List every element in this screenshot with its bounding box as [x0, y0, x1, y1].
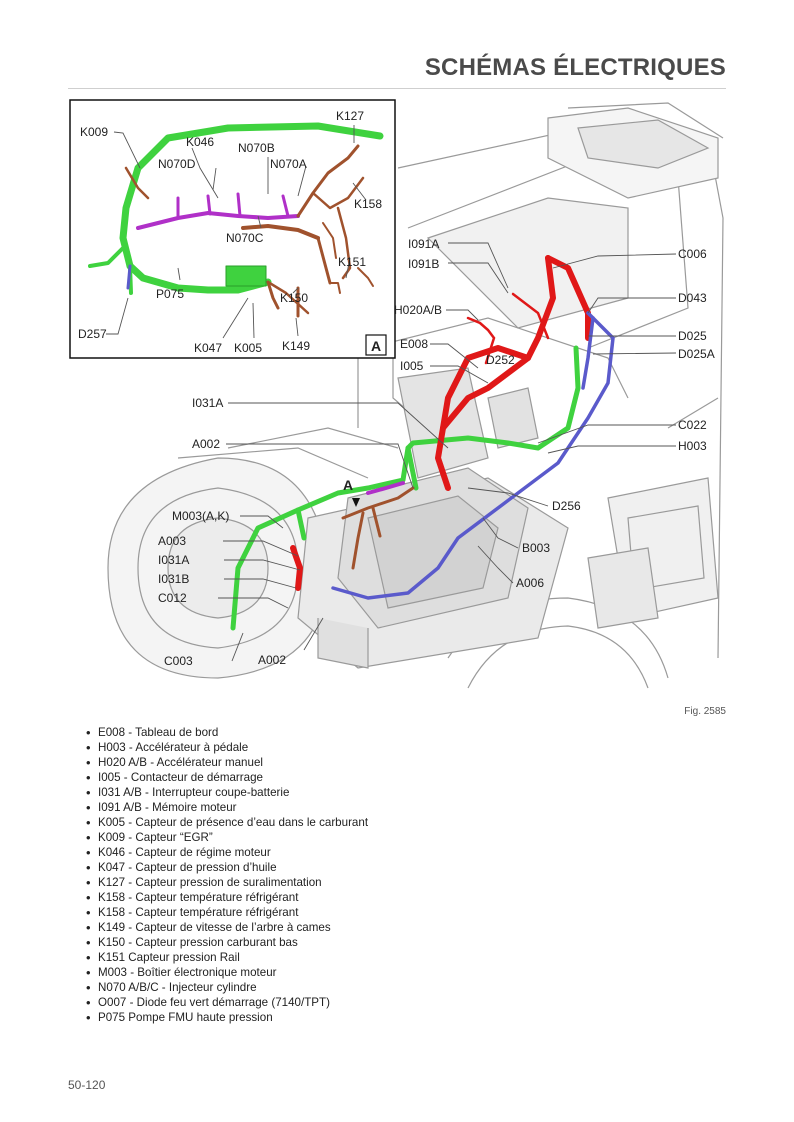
label-d025a: D025A: [678, 347, 715, 361]
page-number: 50-120: [68, 1078, 106, 1092]
label-d043: D043: [678, 291, 707, 305]
label-i031a: I031A: [158, 553, 189, 567]
inset-harness: [88, 122, 384, 318]
label-a003: A003: [158, 534, 186, 548]
legend-item: I031 A/B - Interrupteur coupe-batterie: [86, 785, 368, 800]
legend-item: K151 Capteur pression Rail: [86, 950, 368, 965]
label-i091b: I091B: [408, 257, 439, 271]
inset-tag: A: [371, 338, 381, 354]
inset-frame: [69, 99, 396, 359]
label-c022: C022: [678, 418, 707, 432]
label-d256: D256: [552, 499, 581, 513]
label-a002-bottom: A002: [258, 653, 286, 667]
label-n070d: N070D: [158, 157, 196, 171]
label-k149: K149: [282, 339, 310, 353]
label-k127: K127: [336, 109, 364, 123]
wiring-figure: A: [68, 98, 728, 698]
label-k047: K047: [194, 341, 222, 355]
leader-lines: [106, 125, 677, 662]
legend-item: K005 - Capteur de présence d’eau dans le…: [86, 815, 368, 830]
label-n070c: N070C: [226, 231, 264, 245]
label-i031b: I031B: [158, 572, 189, 586]
label-d025: D025: [678, 329, 707, 343]
legend-item: P075 Pompe FMU haute pression: [86, 1010, 368, 1025]
page-title: SCHÉMAS ÉLECTRIQUES: [424, 54, 726, 81]
label-b003: B003: [522, 541, 550, 555]
legend-item: K150 - Capteur pression carburant bas: [86, 935, 368, 950]
label-m003: M003(A,K): [172, 509, 229, 523]
label-e008: E008: [400, 337, 428, 351]
harness-red-thin: [466, 292, 550, 365]
label-d257: D257: [78, 327, 107, 341]
label-i005: I005: [400, 359, 424, 373]
legend-item: I005 - Contacteur de démarrage: [86, 770, 368, 785]
legend-item: K009 - Capteur “EGR”: [86, 830, 368, 845]
label-k158: K158: [354, 197, 382, 211]
main-marker-label: A: [343, 477, 353, 493]
label-c003: C003: [164, 654, 193, 668]
label-d252: D252: [486, 353, 515, 367]
label-n070a: N070A: [270, 157, 307, 171]
label-k009: K009: [80, 125, 108, 139]
harness-brown-main: [341, 486, 415, 570]
harness-green-main: [230, 345, 581, 631]
harness-purple-main: [366, 481, 405, 495]
label-a002-top: A002: [192, 437, 220, 451]
legend-item: H003 - Accélérateur à pédale: [86, 740, 368, 755]
label-p075: P075: [156, 287, 184, 301]
legend-item: K046 - Capteur de régime moteur: [86, 845, 368, 860]
figure-caption: Fig. 2585: [684, 706, 726, 717]
wiring-diagram: A: [69, 99, 724, 689]
label-n070b: N070B: [238, 141, 275, 155]
legend-item: K047 - Capteur de pression d’huile: [86, 860, 368, 875]
title-rule: [68, 88, 726, 89]
label-h020ab: H020A/B: [394, 303, 442, 317]
label-k005: K005: [234, 341, 262, 355]
legend-item: K149 - Capteur de vitesse de l’arbre à c…: [86, 920, 368, 935]
main-marker: A: [343, 477, 360, 507]
inset-tag-frame: [365, 334, 387, 356]
legend-item: N070 A/B/C - Injecteur cylindre: [86, 980, 368, 995]
component-legend: E008 - Tableau de bord H003 - Accélérate…: [86, 725, 368, 1025]
legend-item: K158 - Capteur température réfrigérant: [86, 890, 368, 905]
label-a006: A006: [516, 576, 544, 590]
label-c012: C012: [158, 591, 187, 605]
label-i091a: I091A: [408, 237, 439, 251]
label-k150: K150: [280, 291, 308, 305]
label-c006: C006: [678, 247, 707, 261]
label-i031a-top: I031A: [192, 396, 223, 410]
legend-item: M003 - Boîtier électronique moteur: [86, 965, 368, 980]
label-h003: H003: [678, 439, 707, 453]
legend-item: H020 A/B - Accélérateur manuel: [86, 755, 368, 770]
legend-item: E008 - Tableau de bord: [86, 725, 368, 740]
harness-blue-main: [331, 311, 615, 600]
legend-item: O007 - Diode feu vert démarrage (7140/TP…: [86, 995, 368, 1010]
legend-item: K158 - Capteur température réfrigérant: [86, 905, 368, 920]
legend-item: I091 A/B - Mémoire moteur: [86, 800, 368, 815]
label-k046: K046: [186, 135, 214, 149]
legend-item: K127 - Capteur pression de suralimentati…: [86, 875, 368, 890]
label-k151: K151: [338, 255, 366, 269]
